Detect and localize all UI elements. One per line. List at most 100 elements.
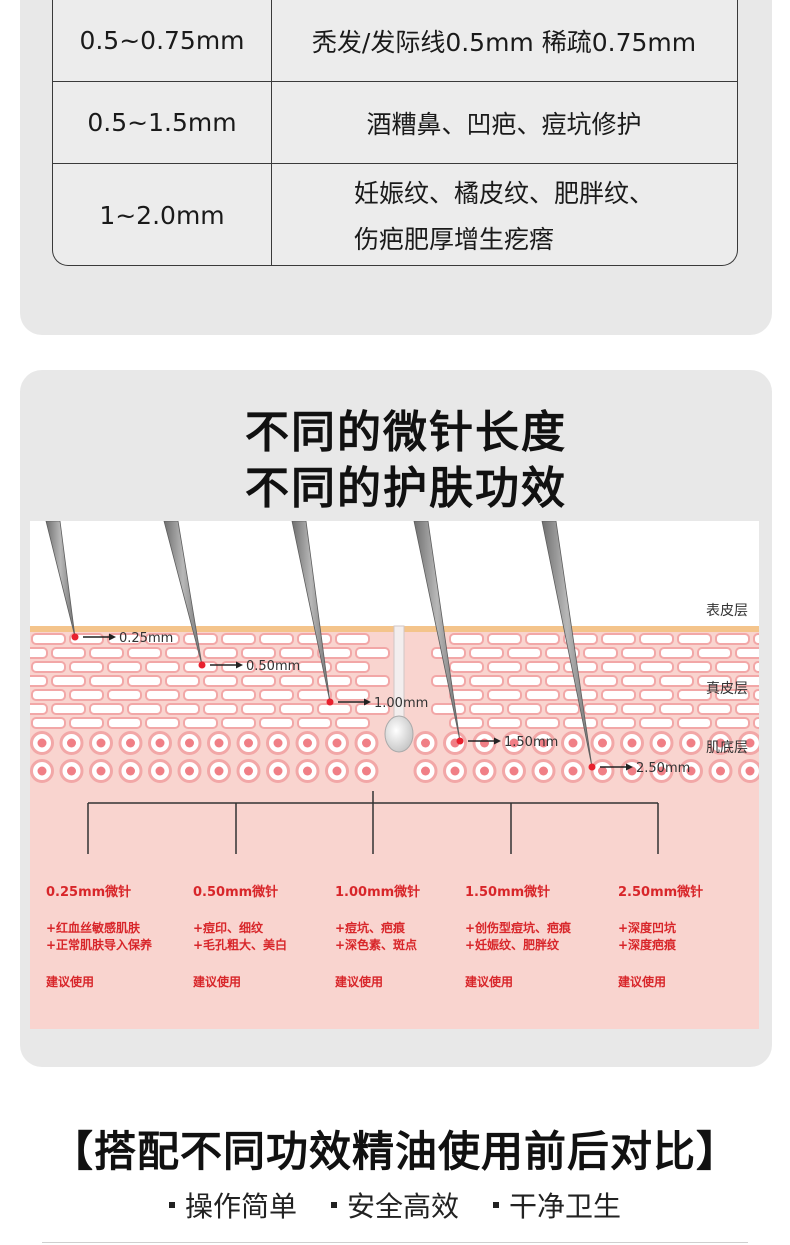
dermis-cell	[221, 689, 256, 701]
needle-size-title: 0.50mm微针	[193, 884, 278, 900]
dermis-cell	[30, 675, 48, 687]
cell-nucleus	[96, 766, 106, 776]
feature-item: 干净卫生	[493, 1185, 621, 1225]
dermis-cell	[507, 703, 542, 715]
dermis-cell	[279, 675, 314, 687]
usage-line: +深度凹坑	[618, 920, 676, 935]
usage-text: 伤疤肥厚增生疙瘩	[353, 225, 554, 254]
layer-label-dermis: 真皮层	[706, 681, 748, 697]
dermis-cell	[335, 689, 370, 701]
dermis-cell	[697, 703, 732, 715]
comparison-title: 【搭配不同功效精油使用前后对比】	[50, 1127, 739, 1176]
dermis-cell	[241, 703, 276, 715]
microneedle	[163, 521, 203, 666]
bullet-icon	[168, 1202, 175, 1208]
needle-tip-dot	[456, 737, 464, 745]
dermis-cell	[89, 703, 124, 715]
cell-nucleus	[539, 738, 548, 748]
recommend-note: 建议使用	[334, 974, 383, 989]
cell-nucleus	[185, 766, 194, 776]
feature-text: 干净卫生	[509, 1190, 622, 1223]
dermis-cell	[715, 717, 750, 729]
usage-line: +痘印、细纹	[193, 920, 264, 935]
dermis-cell	[677, 717, 712, 729]
dermis-cell	[31, 689, 66, 701]
dermis-cell	[525, 717, 560, 729]
arrow-head-icon	[236, 661, 243, 669]
arrow-head-icon	[109, 633, 116, 641]
dermis-cell	[89, 647, 124, 659]
dermis-cell	[165, 675, 200, 687]
cell-nucleus	[332, 766, 342, 776]
dermis-cell	[335, 717, 370, 729]
length-cell: 0.5~1.5mm	[53, 82, 272, 163]
table-row: 0.5~0.75mm 秃发/发际线0.5mm 稀疏0.75mm	[53, 0, 737, 82]
dermis-cell	[735, 675, 759, 687]
arrow-head-icon	[494, 737, 501, 745]
dermis-cell	[241, 647, 276, 659]
dermis-cell	[297, 633, 332, 645]
needle-size-title: 1.00mm微针	[335, 884, 420, 900]
dermis-cell	[203, 703, 238, 715]
needle-length-table: 0.5~0.75mm 秃发/发际线0.5mm 稀疏0.75mm 0.5~1.5m…	[52, 0, 738, 266]
cell-nucleus	[273, 738, 283, 748]
microneedle	[413, 521, 461, 742]
dermis-cell	[69, 689, 104, 701]
usage-line: +正常肌肤导入保养	[46, 937, 152, 952]
depth-label: 2.50mm	[636, 761, 690, 776]
dermis-cell	[677, 633, 712, 645]
dermis-cell	[507, 675, 542, 687]
dermis-cell	[487, 661, 522, 673]
dermis-cell	[317, 647, 352, 659]
dermis-cell	[183, 689, 218, 701]
dermis-cell	[449, 689, 484, 701]
dermis-cell	[621, 703, 656, 715]
dermis-cell	[107, 689, 142, 701]
cell-nucleus	[37, 738, 47, 748]
cell-nucleus	[598, 738, 607, 748]
hair-follicle	[384, 625, 414, 753]
cell-nucleus	[716, 738, 725, 748]
cell-nucleus	[303, 766, 312, 776]
dermis-cell	[241, 675, 276, 687]
dermis-cell	[317, 675, 352, 687]
dermis-cell	[469, 647, 504, 659]
length-cell: 1~2.0mm	[53, 164, 272, 265]
bullet-icon	[330, 1202, 337, 1208]
dermis-cell	[259, 717, 294, 729]
cell-nucleus	[273, 766, 283, 776]
cell-nucleus	[509, 738, 519, 748]
layer-label-epidermis: 表皮层	[706, 603, 748, 619]
cell-nucleus	[67, 766, 76, 776]
needle-tip-dot	[588, 763, 596, 771]
depth-label: 0.50mm	[246, 659, 300, 674]
depth-label: 1.00mm	[374, 696, 428, 711]
usage-cell: 酒糟鼻、凹疤、痘坑修护	[271, 82, 737, 163]
dermis-cell	[203, 647, 238, 659]
dermis-cell	[507, 647, 542, 659]
feature-item: 安全高效	[330, 1185, 459, 1225]
dermis-cell	[221, 717, 256, 729]
dermis-cell	[89, 675, 124, 687]
dermis-cell	[355, 703, 390, 715]
cell-nucleus	[126, 738, 135, 748]
dermis-cell	[735, 703, 759, 715]
arrow-head-icon	[626, 763, 633, 771]
dermis-cell	[753, 661, 759, 673]
dermis-cell	[753, 633, 759, 645]
cell-nucleus	[716, 766, 725, 776]
dermis-cell	[753, 689, 759, 701]
dermis-cell	[279, 703, 314, 715]
dermis-cell	[431, 647, 466, 659]
cell-nucleus	[126, 766, 135, 776]
recommend-note: 建议使用	[464, 974, 513, 989]
dermis-cell	[165, 703, 200, 715]
dermis-cell	[127, 703, 162, 715]
dermis-cell	[715, 661, 750, 673]
dermis-cell	[69, 661, 104, 673]
cell-nucleus	[480, 738, 489, 748]
needle-tip-dot	[71, 633, 79, 641]
dermis-cell	[601, 633, 636, 645]
needles	[45, 521, 596, 771]
